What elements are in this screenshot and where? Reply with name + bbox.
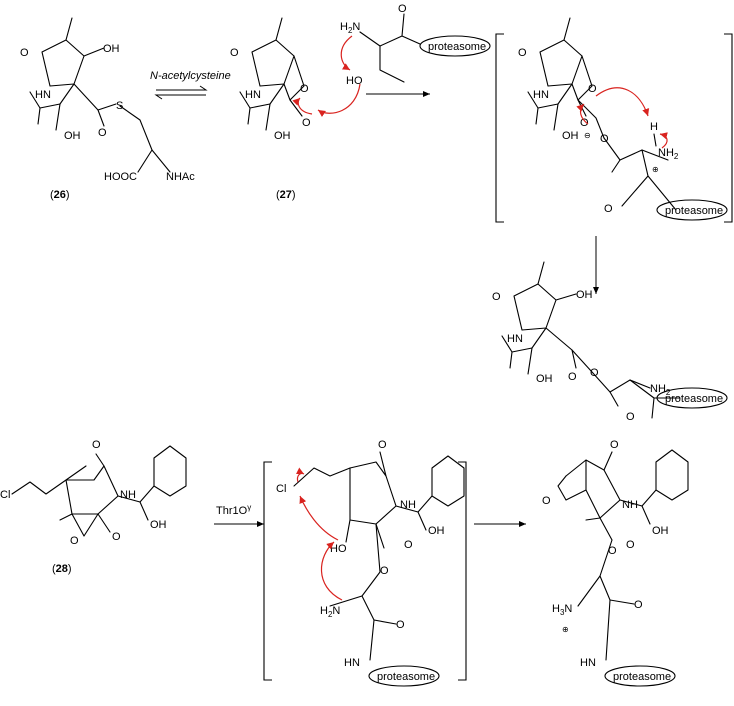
atom-o: O	[404, 539, 413, 551]
reagent-thr1o: Thr1Oγ	[216, 503, 251, 517]
atom-oh: OH	[536, 373, 553, 385]
atom-nh: NH	[120, 489, 136, 501]
charge-minus: ⊖	[584, 131, 591, 140]
atom-o: O	[600, 133, 609, 145]
atom-o: O	[92, 439, 101, 451]
arrow-push	[340, 35, 353, 71]
atom-oh: OH	[103, 43, 120, 55]
atom-hn: HN	[580, 657, 596, 669]
atom-oh: OH	[274, 130, 291, 142]
atom-hooc: HOOC	[104, 171, 137, 183]
atom-hn: HN	[344, 657, 360, 669]
atom-cl: Cl	[276, 483, 286, 495]
atom-hn: HN	[35, 89, 51, 101]
atom-nh2: NH2	[658, 147, 679, 161]
equilibrium-arrow: N-acetylcysteine	[150, 70, 231, 100]
arrow-push	[595, 87, 650, 117]
atom-o: O	[302, 117, 311, 129]
atom-nhac: NHAc	[166, 171, 195, 183]
arrow-push	[295, 467, 305, 483]
atom-o: O	[378, 439, 387, 451]
acyl-enzyme-product: O OH HN O O OH NH2 O proteasome	[492, 261, 728, 423]
charge-plus: ⊕	[652, 165, 659, 174]
proteasome-label: proteasome	[428, 41, 486, 53]
compound-28: Cl O NH O O OH (28)	[0, 439, 187, 575]
proteasome-ellipse	[656, 387, 728, 409]
atom-oh: OH	[652, 525, 669, 537]
atom-o: O	[398, 3, 407, 15]
atom-o: O	[590, 367, 599, 379]
atom-cl: Cl	[0, 489, 10, 501]
tetrahedral-intermediate: O O HN O ⊖ O OH H NH2 ⊕ O proteasome	[495, 17, 733, 223]
atom-oh: OH	[150, 519, 167, 531]
atom-o: O	[608, 545, 617, 557]
proteasome-ellipse	[656, 199, 728, 221]
charge-plus: ⊕	[562, 625, 569, 634]
atom-h2n: H2N	[320, 605, 340, 619]
reagent-n-acetylcysteine: N-acetylcysteine	[150, 70, 231, 82]
atom-hn: HN	[533, 89, 549, 101]
atom-o: O	[230, 47, 239, 59]
atom-ho: HO	[346, 75, 363, 87]
atom-o: O	[300, 83, 309, 95]
atom-o: O	[20, 47, 29, 59]
atom-o: O	[396, 619, 405, 631]
proteasome-label: proteasome	[613, 671, 671, 683]
atom-hn: HN	[245, 89, 261, 101]
atom-o: O	[626, 539, 635, 551]
atom-nh: NH	[622, 499, 638, 511]
covalent-intermediate: Cl O NH HO O O OH H2N O HN proteasome	[263, 439, 467, 687]
atom-o: O	[380, 565, 389, 577]
proteasome-ellipse	[604, 665, 676, 687]
atom-o: O	[112, 531, 121, 543]
atom-oh: OH	[576, 289, 593, 301]
proteasome-label: proteasome	[377, 671, 435, 683]
compound-label-27: (27)	[276, 189, 296, 201]
arrow-push	[292, 97, 313, 115]
atom-oh: OH	[428, 525, 445, 537]
proteasome-label: proteasome	[665, 393, 723, 405]
atom-o: O	[492, 291, 501, 303]
arrow-push	[576, 103, 589, 125]
proteasome-ellipse	[419, 35, 491, 57]
atom-o: O	[588, 83, 597, 95]
compound-label-26: (26)	[50, 189, 70, 201]
atom-h2n: H2N	[340, 21, 360, 35]
atom-oh: OH	[562, 130, 579, 142]
atom-o: O	[542, 495, 551, 507]
proteasome-ellipse	[368, 665, 440, 687]
atom-h3n: H3N	[552, 603, 572, 617]
compound-26: O OH HN S O OH HOOC NHAc (26)	[20, 17, 195, 201]
arrow-push	[659, 132, 668, 149]
atom-nh2: NH2	[650, 383, 671, 397]
atom-o: O	[626, 411, 635, 423]
atom-s: S	[116, 100, 123, 112]
compound-label-28: (28)	[52, 563, 72, 575]
atom-o: O	[580, 117, 589, 129]
atom-h: H	[650, 121, 658, 133]
arrow-push	[317, 83, 361, 117]
cyclized-product: O O NH O O OH H3N ⊕ O HN proteasome	[542, 439, 689, 687]
compound-27: O O HN O OH (27)	[230, 17, 311, 201]
atom-o: O	[518, 47, 527, 59]
atom-o: O	[610, 439, 619, 451]
arrow-push	[320, 541, 343, 601]
atom-hn: HN	[507, 333, 523, 345]
arrow-push	[299, 495, 339, 541]
atom-o: O	[604, 203, 613, 215]
reaction-arrow-thr: Thr1Oγ	[214, 503, 264, 527]
atom-ho: HO	[330, 543, 347, 555]
atom-o: O	[98, 127, 107, 139]
atom-o: O	[70, 535, 79, 547]
atom-o: O	[568, 371, 577, 383]
proteasome-label: proteasome	[665, 205, 723, 217]
atom-nh: NH	[400, 499, 416, 511]
atom-o: O	[634, 599, 643, 611]
threonine-proteasome-top: H2N O HO proteasome	[292, 3, 491, 117]
atom-oh: OH	[64, 130, 81, 142]
